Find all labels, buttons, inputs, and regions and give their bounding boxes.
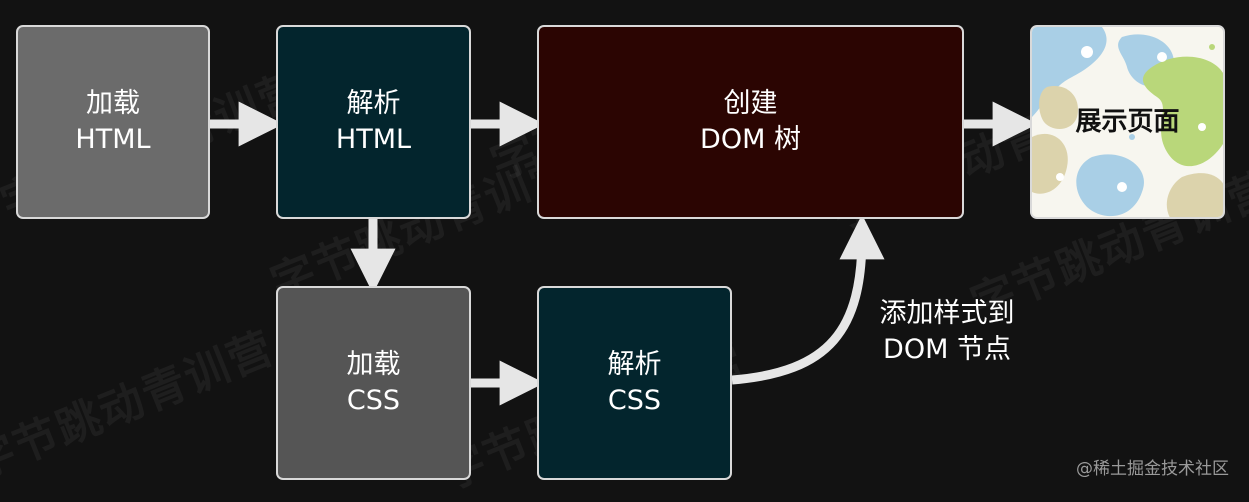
- node-parse-css-line1: 解析: [607, 349, 662, 380]
- node-load-html-line1: 加载: [86, 88, 140, 119]
- node-load-css-line1: 加载: [346, 349, 401, 380]
- arrow-parse-css-to-create-dom: [731, 214, 885, 385]
- node-create-dom: 创建 DOM 树: [537, 25, 964, 219]
- node-parse-html-line1: 解析: [346, 88, 401, 119]
- edge-label-line2: DOM 节点: [883, 334, 1011, 365]
- page-pattern-image: [1032, 27, 1223, 217]
- edge-label-line1: 添加样式到: [879, 298, 1015, 329]
- node-create-dom-line2: DOM 树: [700, 124, 801, 155]
- node-show-page: 展示页面: [1030, 25, 1225, 219]
- source-credit: @稀土掘金技术社区: [1076, 459, 1229, 479]
- node-load-html-line2: HTML: [75, 124, 151, 155]
- node-load-css: 加载 CSS: [276, 286, 471, 480]
- node-parse-css: 解析 CSS: [537, 286, 732, 480]
- edge-label-add-styles: 添加样式到 DOM 节点: [862, 296, 1032, 368]
- node-parse-html-line2: HTML: [335, 124, 412, 155]
- node-load-css-line2: CSS: [346, 385, 401, 416]
- node-parse-css-line2: CSS: [607, 385, 662, 416]
- node-show-page-label: 展示页面: [1075, 107, 1180, 137]
- node-parse-html: 解析 HTML: [276, 25, 471, 219]
- node-create-dom-line1: 创建: [723, 88, 778, 119]
- node-load-html: 加载 HTML: [16, 25, 210, 219]
